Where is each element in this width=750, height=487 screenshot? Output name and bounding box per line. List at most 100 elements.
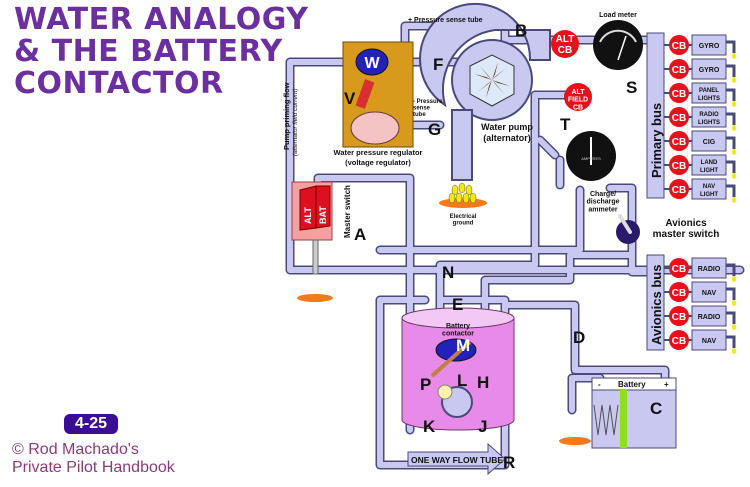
circuit-breaker-label: CB (672, 264, 686, 275)
bus-device-label: LIGHTS (698, 120, 720, 126)
master-switch-bat[interactable] (315, 185, 331, 229)
primary-row: CB GYRO (664, 34, 736, 59)
pressure-sense-plus-label: + Pressure sense tube (408, 17, 483, 24)
circuit-breaker-label: CB (672, 161, 686, 172)
letter-l: L (457, 371, 467, 390)
bus-device (691, 178, 727, 200)
circuit-breaker[interactable] (669, 155, 689, 175)
circuit-breaker-label: CB (672, 288, 686, 299)
page-number-badge: 4-25 (64, 414, 118, 434)
device-drain-tube (726, 40, 736, 53)
bus-device-label: GYRO (699, 43, 720, 50)
load-meter-label: Load meter (599, 12, 637, 19)
avionics-row: CB NAV (664, 281, 736, 306)
one-way-flow-tube-label: ONE WAY FLOW TUBE (411, 455, 503, 465)
circuit-breaker[interactable] (669, 131, 689, 151)
drop-icon (732, 324, 736, 330)
drop-icon (732, 197, 736, 203)
battery-top (591, 377, 677, 391)
battery-ground-puddle-icon (559, 437, 591, 445)
avionics-bus (646, 254, 665, 351)
circuit-breaker-label: CB (672, 336, 686, 347)
bus-device (691, 106, 727, 128)
water-pump-housing (419, 2, 551, 108)
drop-icon (732, 149, 736, 155)
avionics-switch-lever[interactable] (618, 214, 632, 234)
water-pump-label: Water pump (481, 122, 533, 132)
battery (591, 389, 677, 449)
bus-device (691, 34, 727, 56)
primary-bus-label: Primary bus (649, 103, 664, 178)
bus-device (691, 305, 727, 327)
bus-device-label: NAV (702, 338, 717, 345)
bus-device (691, 58, 727, 80)
alt-cb[interactable] (551, 30, 579, 58)
brain-icon (350, 111, 400, 145)
cam-l (437, 384, 453, 400)
battery-plate (620, 390, 627, 448)
lever-arm (430, 340, 472, 378)
bus-device-label: LIGHT (700, 192, 718, 198)
letter-s: S (626, 78, 637, 97)
letter-v: V (344, 89, 356, 108)
primary-bus (646, 32, 665, 199)
regulator-sub-label: (voltage regulator) (345, 158, 411, 167)
switch-bat-label: BAT (318, 206, 328, 224)
letter-u: U (570, 151, 582, 170)
alt-field-cb[interactable] (564, 83, 592, 111)
drop-icon (732, 173, 736, 179)
bus-device (691, 130, 727, 152)
circuit-breaker[interactable] (669, 258, 689, 278)
device-drain-tube (726, 160, 736, 173)
circuit-breaker[interactable] (669, 107, 689, 127)
device-drain-tube (726, 263, 736, 276)
letter-r: R (503, 453, 515, 472)
circuit-breaker-label: CB (672, 89, 686, 100)
battery-minus-label: - (598, 380, 601, 389)
drop-icon (732, 125, 736, 131)
circuit-breaker[interactable] (669, 330, 689, 350)
regulator-label: Water pressure regulator (334, 148, 423, 157)
bus-device-label: GYRO (699, 67, 720, 74)
circuit-breaker-label: CB (672, 312, 686, 323)
bus-device-label: RADIO (698, 314, 721, 321)
drop-icon (732, 77, 736, 83)
device-drain-tube (726, 112, 736, 125)
circuit-breaker[interactable] (669, 306, 689, 326)
circuit-breaker-label: CB (672, 137, 686, 148)
letter-m: M (456, 336, 470, 355)
device-drain-tube (726, 88, 736, 101)
primary-row: CB CIG (664, 130, 736, 155)
circuit-breaker-label: CB (672, 41, 686, 52)
letter-b: B (515, 21, 527, 40)
circuit-breaker[interactable] (669, 59, 689, 79)
circuit-breaker[interactable] (669, 282, 689, 302)
letter-k: K (423, 417, 436, 436)
bus-device-label: LIGHTS (698, 96, 720, 102)
copyright-text: © Rod Machado's Private Pilot Handbook (12, 441, 175, 476)
circuit-breaker[interactable] (669, 83, 689, 103)
arm-icon (355, 79, 375, 109)
letter-f: F (433, 55, 443, 74)
circuit-breaker-label: CB (672, 185, 686, 196)
letter-d: D (573, 328, 585, 347)
circuit-breaker[interactable] (669, 179, 689, 199)
circuit-breaker[interactable] (669, 35, 689, 55)
device-drain-tube (726, 184, 736, 197)
device-drain-tube (726, 311, 736, 324)
pump-outlet-tube (451, 109, 473, 181)
circuit-breaker-label: CB (672, 65, 686, 76)
letter-j: J (478, 417, 487, 436)
w-valve (355, 48, 389, 76)
battery-spring-icon (593, 404, 619, 436)
bus-device-label: NAV (702, 290, 717, 297)
bus-device-label: CIG (703, 139, 716, 146)
